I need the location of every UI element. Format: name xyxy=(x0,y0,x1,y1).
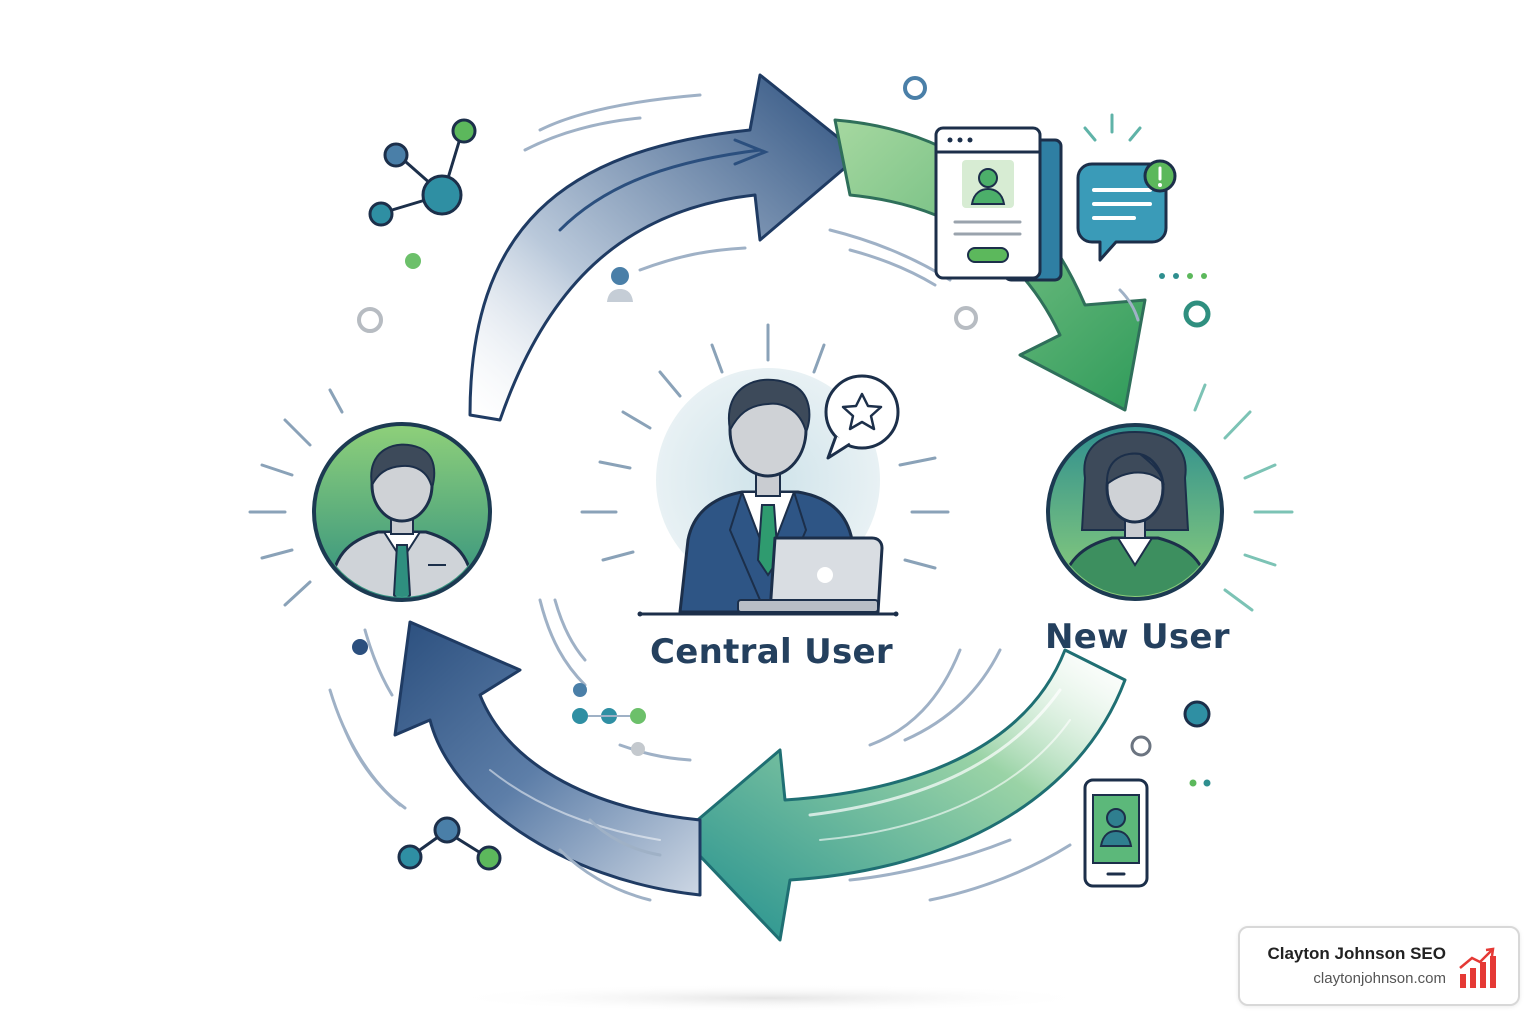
brand-badge[interactable]: Clayton Johnson SEO claytonjohnson.com xyxy=(1238,926,1520,1006)
right-avatar-rays xyxy=(1193,383,1294,612)
central-rays xyxy=(580,323,950,570)
brand-name: Clayton Johnson SEO xyxy=(1267,944,1446,963)
new-user-avatar xyxy=(1046,383,1294,612)
smartphone-user-icon xyxy=(1083,778,1149,888)
central-user-label: Central User xyxy=(650,632,893,672)
arrow-top xyxy=(468,73,862,422)
chat-alert-icon xyxy=(1076,113,1177,262)
network-node-icon-bottom xyxy=(397,816,502,871)
bar-chart-growth-icon xyxy=(1459,947,1496,988)
star-speech-bubble-icon xyxy=(824,374,900,460)
brand-url[interactable]: claytonjohnson.com xyxy=(1313,970,1446,987)
new-user-label: New User xyxy=(1045,617,1230,657)
ground-shadow xyxy=(440,984,1100,1012)
laptop-icon xyxy=(737,536,884,614)
left-avatar-rays xyxy=(248,388,344,607)
network-node-icon xyxy=(368,118,477,227)
profile-card-icon xyxy=(934,126,1063,282)
referrer-avatar xyxy=(248,388,492,607)
motion-lines xyxy=(328,93,1140,902)
central-user-figure xyxy=(580,323,950,614)
small-person-icon xyxy=(607,267,633,302)
decorative-dots xyxy=(352,76,1211,787)
